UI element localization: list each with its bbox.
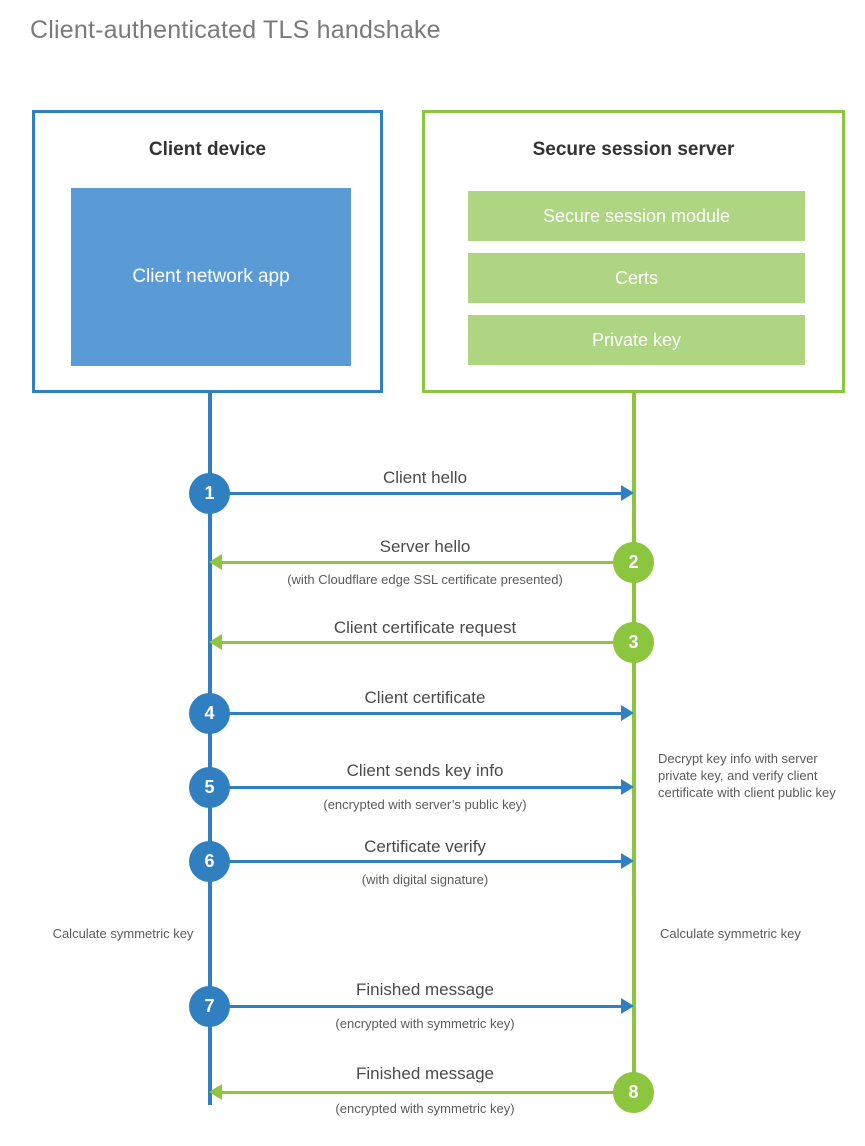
step-circle-2[interactable]: 2 [613,542,654,583]
message-6-label: Certificate verify [364,837,486,856]
message-3-label: Client certificate request [333,618,517,637]
server-component-certs: Certs [468,253,805,303]
message-5-line [210,786,625,789]
message-8-sublabel: (encrypted with symmetric key) [335,1101,515,1116]
note-decrypt-key-info: Decrypt key info with server private key… [658,751,836,800]
message-6-line [210,860,625,863]
message-2-label: Server hello [379,537,471,556]
message-7-line [210,1005,625,1008]
message-1-label: Client hello [382,468,468,487]
message-3-line [222,641,634,644]
server-component-private-key: Private key [468,315,805,365]
message-1-arrowhead [621,485,634,501]
step-circle-5[interactable]: 5 [189,767,230,808]
step-circle-6[interactable]: 6 [189,841,230,882]
message-7-arrowhead [621,998,634,1014]
secure-session-server-title: Secure session server [532,139,735,160]
message-5-label: Client sends key info [346,761,504,780]
message-2-sublabel: (with Cloudflare edge SSL certificate pr… [287,572,563,587]
message-6-arrowhead [621,853,634,869]
note-calculate-symmetric-key-client: Calculate symmetric key [52,926,194,941]
secure-session-server-box: Secure session server Secure session mod… [422,110,845,393]
server-component-secure-session-module: Secure session module [468,191,805,241]
message-4-label: Client certificate [364,688,486,707]
step-circle-8[interactable]: 8 [613,1072,654,1113]
message-4-line [210,712,625,715]
message-8-line [222,1091,634,1094]
note-calculate-symmetric-key-server: Calculate symmetric key [660,926,801,941]
message-5-sublabel: (encrypted with server’s public key) [323,797,527,812]
step-circle-1[interactable]: 1 [189,473,230,514]
message-4-arrowhead [621,705,634,721]
client-network-app-block: Client network app [71,188,351,366]
message-8-arrowhead [209,1084,222,1100]
step-circle-3[interactable]: 3 [613,622,654,663]
step-circle-7[interactable]: 7 [189,986,230,1027]
client-lifeline [208,393,212,1105]
message-6-sublabel: (with digital signature) [361,872,489,887]
message-5-arrowhead [621,779,634,795]
message-2-line [222,561,634,564]
message-2-arrowhead [209,554,222,570]
client-device-title: Client device [148,139,267,160]
message-1-line [210,492,625,495]
client-device-box: Client device Client network app [32,110,383,393]
message-7-label: Finished message [356,980,494,999]
message-7-sublabel: (encrypted with symmetric key) [335,1016,515,1031]
page-title: Client-authenticated TLS handshake [30,16,441,44]
step-circle-4[interactable]: 4 [189,693,230,734]
server-lifeline [632,393,636,1093]
message-3-arrowhead [209,634,222,650]
message-8-label: Finished message [356,1064,494,1083]
